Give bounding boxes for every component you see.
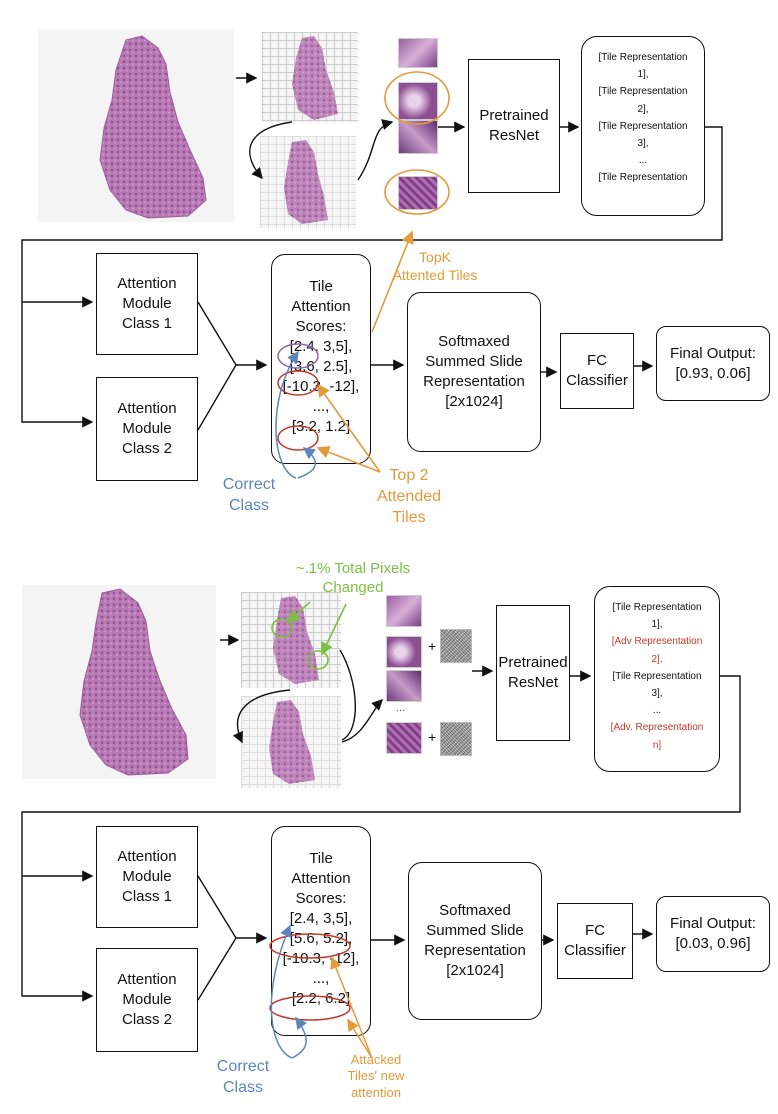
scores-line: ..., bbox=[312, 397, 330, 415]
tile-attention-scores-top: Tile Attention Scores: [2.4, 3,5], [3.6,… bbox=[271, 254, 371, 464]
scores-line: [3.2, 1.2] bbox=[291, 417, 351, 435]
resnet-box-bottom: Pretrained ResNet bbox=[496, 605, 570, 741]
rep-line: ... bbox=[638, 155, 648, 167]
adv-rep-line: n] bbox=[652, 739, 662, 751]
slide-image-top bbox=[38, 30, 234, 222]
scores-line: [2.4, 3,5], bbox=[289, 337, 353, 355]
scores-line: [2.2, 6.2] bbox=[291, 989, 351, 1007]
rep-line: [Tile Representation bbox=[598, 52, 688, 63]
rep-line: [Tile Representation bbox=[598, 172, 688, 184]
scores-line: [-10.3, -12], bbox=[282, 949, 360, 967]
rep-line: 3], bbox=[651, 687, 663, 699]
scores-line: Attention bbox=[291, 869, 351, 887]
noise-patch bbox=[440, 722, 472, 756]
rep-line: [Tile Representation bbox=[598, 120, 688, 132]
noise-patch bbox=[440, 629, 472, 663]
scores-line: [3.6, 2.5], bbox=[289, 357, 353, 375]
final-output-top: Final Output:[0.93, 0.06] bbox=[656, 326, 770, 401]
grid-slide-bottom bbox=[241, 592, 341, 688]
final-output-bottom: Final Output:[0.03, 0.96] bbox=[656, 896, 770, 972]
grid-slide-top bbox=[262, 32, 358, 122]
rep-line: [Tile Representation bbox=[612, 602, 702, 613]
tile-attention-scores-bottom: Tile Attention Scores: [2.4, 3,5], [5.6,… bbox=[271, 826, 371, 1036]
rep-line: 2], bbox=[637, 103, 649, 115]
scores-line: [5.6, 5.2], bbox=[289, 929, 353, 947]
scores-line: Tile bbox=[309, 278, 333, 295]
grid-slide-top-2 bbox=[260, 136, 356, 228]
plus-sign: + bbox=[428, 729, 437, 745]
rep-line: ... bbox=[652, 705, 662, 717]
rep-line: 1], bbox=[637, 69, 649, 81]
scores-line: [-10.3, -12], bbox=[282, 377, 360, 395]
rep-line: 1], bbox=[651, 619, 663, 631]
tile-representations-top: [Tile Representation 1], [Tile Represent… bbox=[581, 36, 705, 216]
scores-line: Attention bbox=[291, 297, 351, 315]
scores-line: Scores: bbox=[295, 889, 347, 907]
resnet-label: Pretrained ResNet bbox=[498, 654, 568, 691]
tile-b2 bbox=[386, 636, 422, 668]
tile-1 bbox=[398, 38, 438, 68]
plus-sign: + bbox=[428, 638, 437, 654]
rep-line: [Tile Representation bbox=[612, 670, 702, 682]
adv-rep-line: [Adv. Representation bbox=[610, 722, 704, 734]
scores-line: Tile bbox=[309, 850, 333, 867]
tile-2 bbox=[398, 82, 438, 120]
tile-b1 bbox=[386, 595, 422, 627]
tile-3 bbox=[398, 120, 438, 154]
slide-image-bottom bbox=[22, 585, 216, 779]
tile-b3 bbox=[386, 670, 422, 702]
tiles-ellipsis: ... bbox=[396, 702, 406, 714]
scores-line: Scores: bbox=[295, 317, 347, 335]
scores-line: [2.4, 3,5], bbox=[289, 909, 353, 927]
adv-rep-line: [Adv Representation bbox=[611, 636, 703, 648]
rep-line: [Tile Representation bbox=[598, 86, 688, 98]
scores-line: ..., bbox=[312, 969, 330, 987]
adv-rep-line: 2], bbox=[651, 653, 663, 665]
tile-bn bbox=[386, 722, 422, 754]
rep-line: 3], bbox=[637, 137, 649, 149]
grid-slide-bottom-2 bbox=[241, 696, 341, 788]
resnet-box-top: Pretrained ResNet bbox=[468, 59, 560, 193]
resnet-label: Pretrained ResNet bbox=[479, 107, 549, 144]
tile-n bbox=[398, 176, 438, 210]
tile-representations-bottom: [Tile Representation 1], [Adv Representa… bbox=[594, 586, 720, 772]
